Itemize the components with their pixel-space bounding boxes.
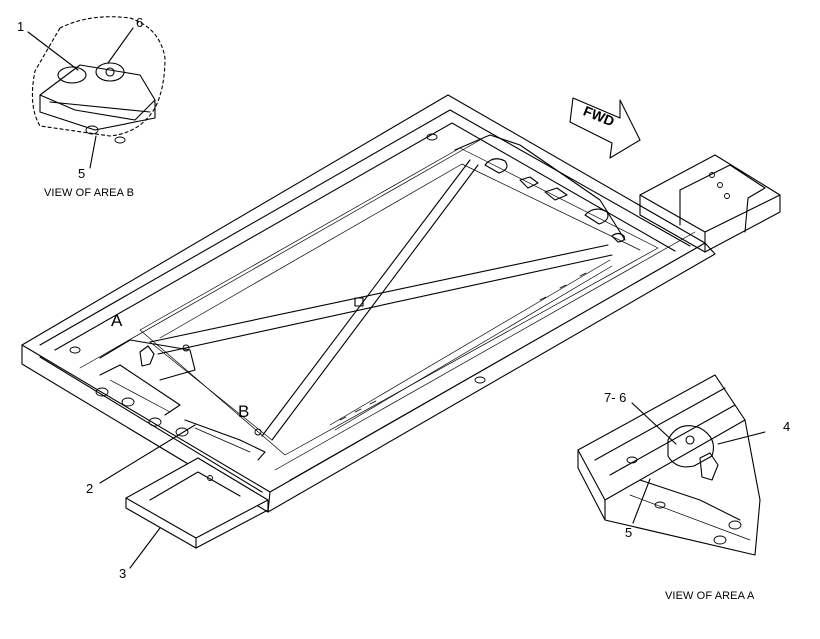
callout-3: 3 (119, 566, 127, 581)
rail-holes (69, 133, 486, 437)
tray-frame (21, 94, 716, 513)
area-a-detail (99, 339, 196, 416)
rear-mounting-plate (454, 134, 626, 243)
view-a-inset (577, 374, 761, 556)
area-b-detail (184, 419, 266, 461)
rail-serrations (329, 259, 613, 431)
area-b-label: B (238, 402, 250, 421)
area-a-label: A (111, 311, 123, 330)
callout-6: 6 (136, 15, 144, 30)
fwd-arrow-icon (569, 97, 641, 159)
bottom-plate (125, 457, 269, 549)
callout-1: 1 (17, 19, 25, 34)
forward-bracket (639, 154, 781, 253)
view-b-inset (31, 16, 166, 144)
callout-5-bottom: 5 (625, 525, 633, 540)
view-b-caption: VIEW OF AREA B (44, 187, 135, 199)
callout-5-top: 5 (78, 166, 86, 181)
leader-lines (27, 27, 766, 569)
view-a-caption: VIEW OF AREA A (665, 590, 755, 602)
cross-braces (149, 159, 613, 441)
callout-2: 2 (86, 481, 94, 496)
callout-7-6: 7- 6 (604, 390, 627, 405)
callout-4: 4 (783, 419, 791, 434)
